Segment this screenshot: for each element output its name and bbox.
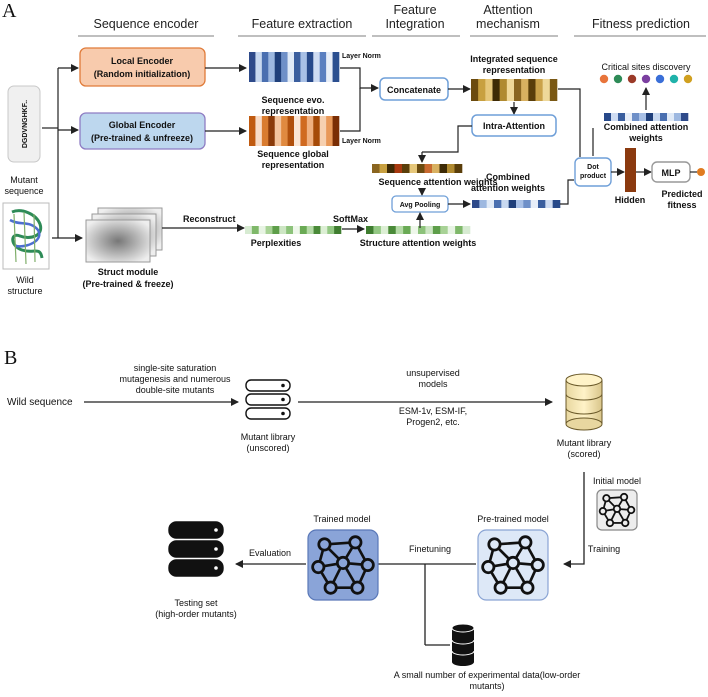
initial-model-label: Initial model xyxy=(593,476,641,486)
local-encoder-box: Local Encoder (Random initialization) xyxy=(79,47,206,87)
avg-pooling-label: Avg Pooling xyxy=(400,202,441,209)
initial-model-icon xyxy=(596,489,638,531)
critical-site-dot xyxy=(599,74,609,84)
reconstruct-label: Reconstruct xyxy=(183,214,236,224)
section-headers: Sequence encoder Feature extraction Feat… xyxy=(78,3,706,37)
local-encoder-subtitle: (Random initialization) xyxy=(94,69,191,79)
critical-site-dot xyxy=(613,74,623,84)
feature-bars xyxy=(245,52,689,234)
to-concat-arrows xyxy=(340,67,379,132)
seq-evo-label: Sequence evo.representation xyxy=(261,95,324,116)
header-feature-extraction: Feature extraction xyxy=(252,17,353,31)
training-label: Training xyxy=(588,544,620,554)
combined-attention-mid-bar xyxy=(472,200,561,208)
intra-attention-label: Intra-Attention xyxy=(483,121,545,131)
mlp-box: MLP xyxy=(651,161,691,183)
critical-site-dots xyxy=(599,74,693,84)
seq-global-bar xyxy=(249,116,340,146)
header-fitness-prediction: Fitness prediction xyxy=(592,17,690,31)
encoder-arrows xyxy=(162,64,247,232)
integrated-bar xyxy=(471,79,558,101)
critical-site-dot xyxy=(655,74,665,84)
mutant-library-scored-label: Mutant library(scored) xyxy=(557,438,612,459)
pretrained-model-label: Pre-trained model xyxy=(477,514,549,524)
layer-norm-top: Layer Norm xyxy=(342,53,381,60)
hidden-label: Hidden xyxy=(615,195,646,205)
layer-norm-bottom: Layer Norm xyxy=(342,138,381,145)
seq-attention-weights-label: Sequence attention weights xyxy=(378,177,497,187)
intra-attention-box: Intra-Attention xyxy=(471,114,557,137)
critical-site-dot xyxy=(683,74,693,84)
testing-set-icon xyxy=(168,521,224,577)
concatenate-label: Concatenate xyxy=(387,85,441,95)
pretrained-model-icon xyxy=(477,529,549,601)
finetuning-label: Finetuning xyxy=(409,544,451,554)
critical-site-dot xyxy=(641,74,651,84)
local-encoder-title: Local Encoder xyxy=(111,56,174,66)
mutant-library-scored-icon xyxy=(565,373,603,431)
mutant-library-unscored-icon xyxy=(245,379,291,420)
critical-sites-label: Critical sites discovery xyxy=(601,62,691,72)
concatenate-box: Concatenate xyxy=(379,77,449,101)
hidden-bar xyxy=(625,148,636,192)
struct-module: Struct module (Pre-trained & freeze) xyxy=(82,207,174,289)
panel-b-label: B xyxy=(4,347,17,369)
critical-site-dot xyxy=(669,74,679,84)
testing-set-label: Testing set(high-order mutants) xyxy=(155,598,237,619)
evaluation-label: Evaluation xyxy=(249,548,291,558)
perplexities-label: Perplexities xyxy=(251,238,302,248)
combined-attention-right-bar xyxy=(604,113,689,121)
esm-models-label: ESM-1v, ESM-IF,Progen2, etc. xyxy=(399,406,467,427)
structure-attention-bar xyxy=(366,226,471,234)
input-connectors xyxy=(42,64,83,242)
panel-a-label: A xyxy=(2,0,17,22)
trained-model-label: Trained model xyxy=(313,514,370,524)
mutant-sequence-text: DGDVNGHKF.. xyxy=(22,100,29,148)
seq-evo-bar xyxy=(249,52,340,82)
structure-attention-label: Structure attention weights xyxy=(360,238,477,248)
wild-sequence-label: Wild sequence xyxy=(7,397,73,408)
header-sequence-encoder: Sequence encoder xyxy=(94,17,199,31)
global-encoder-title: Global Encoder xyxy=(109,120,176,130)
predicted-fitness-dot xyxy=(697,168,705,176)
perplexities-bar xyxy=(245,226,342,234)
struct-module-title: Struct module xyxy=(98,267,159,277)
struct-module-subtitle: (Pre-trained & freeze) xyxy=(82,279,173,289)
mlp-label: MLP xyxy=(662,168,681,178)
experimental-data-label: A small number of experimental data(low-… xyxy=(394,670,581,691)
global-encoder-box: Global Encoder (Pre-trained & unfreeze) xyxy=(79,112,206,150)
global-encoder-subtitle: (Pre-trained & unfreeze) xyxy=(91,133,193,143)
critical-site-dot xyxy=(627,74,637,84)
seq-attention-bar xyxy=(372,164,463,173)
mutant-library-unscored-label: Mutant library(unscored) xyxy=(241,432,296,453)
avg-pooling-box: Avg Pooling xyxy=(391,195,449,213)
integrated-to-dot xyxy=(558,88,581,157)
experimental-data-icon xyxy=(451,623,475,666)
softmax-label: SoftMax xyxy=(333,214,368,224)
trained-model-icon xyxy=(307,529,379,601)
